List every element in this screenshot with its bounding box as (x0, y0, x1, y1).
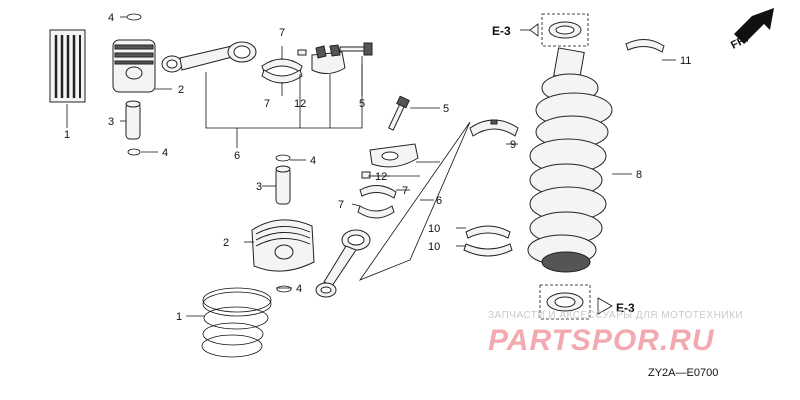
connecting-rod-middle (315, 229, 371, 298)
watermark-subtitle: ЗАПЧАСТИ И АКСЕССУАРЫ ДЛЯ МОТОТЕХНИКИ (488, 310, 743, 321)
callout-6-top: 6 (234, 150, 240, 162)
callout-5-top: 5 (359, 98, 365, 110)
callout-4-middle: 4 (310, 155, 316, 167)
oil-seal-bottom (539, 284, 591, 320)
connecting-rod-top (161, 41, 257, 73)
callout-2-top: 2 (178, 84, 184, 96)
callout-1-top: 1 (64, 129, 70, 141)
piston-pin-middle (275, 165, 291, 205)
rod-bolt-middle (388, 95, 410, 131)
callout-11: 11 (680, 55, 691, 67)
leader-lines (66, 16, 676, 317)
piston-ring-set-bottom (201, 287, 272, 358)
rod-bolt-top (339, 42, 373, 56)
diagram-code: ZY2A—E0700 (648, 367, 718, 379)
callout-4-top: 4 (108, 12, 114, 24)
piston-middle (251, 219, 315, 272)
reference-e3-top: E-3 (492, 24, 511, 38)
callout-4-bottom: 4 (296, 283, 302, 295)
rod-cap-top (311, 44, 346, 74)
reference-e3-bottom: E-3 (616, 301, 635, 315)
circlip-mid-left (127, 148, 141, 156)
callout-8: 8 (636, 169, 642, 181)
bearing-shell-top-a (261, 58, 303, 73)
watermark-logo: PARTSPOR.RU (488, 324, 715, 357)
bearing-shell-top-b (261, 69, 303, 84)
thrust-washer-a (465, 225, 511, 239)
piston-ring-set-top (49, 29, 86, 103)
callout-4-left: 4 (162, 147, 168, 159)
thrust-washer-b (463, 243, 513, 257)
callout-7-top-b: 7 (264, 98, 270, 110)
circlip-middle (275, 154, 291, 162)
callout-12-middle: 12 (375, 171, 387, 183)
callout-7-middle-b: 7 (338, 199, 344, 211)
callout-7-middle-a: 7 (402, 185, 408, 197)
callout-12-top: 12 (294, 98, 306, 110)
bearing-shell-middle-b (357, 205, 395, 219)
bearing-shell-middle-a (359, 185, 397, 199)
main-bearing-9 (469, 119, 519, 137)
reference-arrow-right-icon (597, 297, 613, 315)
callout-3-middle: 3 (256, 181, 262, 193)
callout-10-b: 10 (428, 241, 440, 253)
small-bearing-tab-top (297, 49, 307, 56)
callout-9: 9 (510, 139, 516, 151)
circlip-top (126, 13, 142, 21)
callout-7-top-a: 7 (279, 27, 285, 39)
callout-3-top: 3 (108, 116, 114, 128)
main-bearing-11 (625, 39, 665, 53)
callout-10-a: 10 (428, 223, 440, 235)
callout-6-middle: 6 (436, 195, 442, 207)
piston-pin-top (125, 100, 141, 140)
crankshaft (527, 47, 613, 273)
oil-seal-top (541, 13, 589, 47)
piston-top (112, 39, 156, 93)
callout-1-bottom: 1 (176, 311, 182, 323)
callout-5-middle: 5 (443, 103, 449, 115)
callout-2-middle: 2 (223, 237, 229, 249)
bearing-tab-middle (361, 171, 371, 179)
front-direction-arrow-icon (734, 8, 774, 44)
circlip-bottom (276, 285, 292, 293)
reference-arrow-left-icon (520, 23, 539, 37)
rod-cap-middle (369, 143, 419, 168)
